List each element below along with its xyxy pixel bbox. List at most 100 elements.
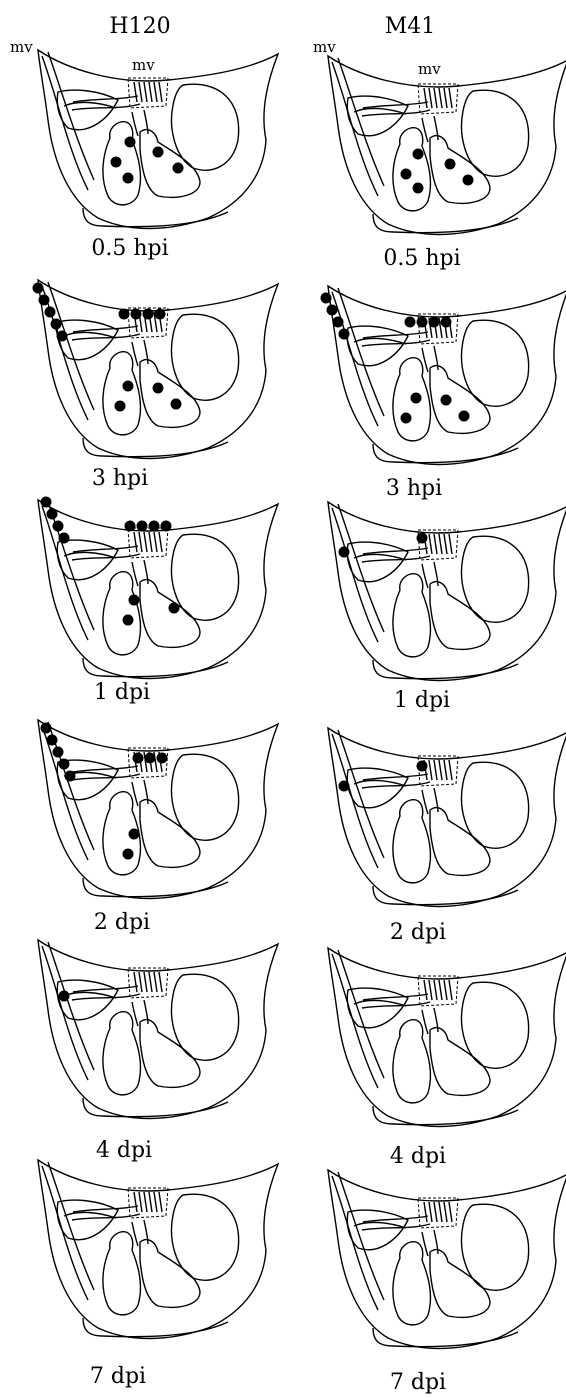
outline-path [73, 96, 138, 102]
hatch-mark [444, 760, 447, 780]
outline-path [338, 950, 384, 1078]
marker-dot [145, 753, 156, 764]
outline-path [73, 546, 138, 552]
hatch-mark [449, 534, 452, 554]
caption-h120-row3: 1 dpi [22, 680, 222, 705]
hatch-mark [149, 82, 152, 102]
marker-dot [339, 547, 350, 558]
marker-dot [33, 283, 44, 294]
outline-path [48, 942, 94, 1070]
marker-dot [327, 305, 338, 316]
outline-path [83, 208, 228, 227]
hatch-mark [444, 980, 447, 1000]
outline-path [363, 1216, 428, 1222]
schematic-panel-h120-7dpi [28, 1150, 288, 1346]
hatch-mark [139, 82, 142, 102]
hatch-mark [434, 534, 437, 554]
marker-dot [65, 771, 76, 782]
schematic-drawing [28, 40, 288, 236]
marker-dot [59, 991, 70, 1002]
marker-dot [149, 521, 160, 532]
hatch-mark [429, 534, 432, 554]
marker-dot [463, 175, 474, 186]
outline-path [48, 52, 94, 180]
hatch-mark [149, 972, 152, 992]
outline-path [338, 504, 384, 632]
schematic-drawing [28, 710, 288, 906]
marker-dot [53, 521, 64, 532]
hatch-mark [434, 88, 437, 108]
marker-dot [123, 381, 134, 392]
outline-path [48, 502, 94, 630]
marker-dot [321, 293, 332, 304]
outline-path [430, 582, 490, 650]
schematic-drawing [318, 1160, 566, 1356]
outline-path [338, 58, 384, 186]
outline-path [83, 658, 228, 677]
column-title-h120: H120 [40, 14, 240, 39]
marker-dot [51, 319, 62, 330]
hatch-mark [154, 1192, 157, 1212]
outline-path [373, 214, 518, 233]
outline-path [103, 122, 141, 205]
outline-path [48, 282, 94, 410]
marker-dot [405, 317, 416, 328]
outline-path [338, 1172, 384, 1300]
outline-path [347, 1210, 408, 1250]
marker-dot [123, 615, 134, 626]
outline-path [57, 90, 118, 130]
hatch-mark [449, 1202, 452, 1222]
caption-m41-row6: 7 dpi [318, 1370, 518, 1395]
marker-dot [417, 761, 428, 772]
hatch-mark [439, 760, 442, 780]
outline-path [363, 548, 428, 554]
marker-dot [413, 183, 424, 194]
marker-dot [445, 159, 456, 170]
hatch-mark [434, 1202, 437, 1222]
marker-dot [53, 747, 64, 758]
hatch-mark [424, 980, 427, 1000]
hatch-mark [429, 1202, 432, 1222]
outline-path [140, 800, 200, 868]
hatch-mark [134, 972, 137, 992]
outline-path [73, 766, 138, 772]
outline-path [103, 1012, 141, 1095]
marker-dot [41, 497, 52, 508]
schematic-drawing [318, 492, 566, 688]
marker-dot [125, 521, 136, 532]
marker-dot [169, 603, 180, 614]
marker-dot [59, 759, 70, 770]
marker-dot [57, 331, 68, 342]
outline-path [347, 542, 408, 582]
schematic-panel-m41-4dpi [318, 938, 566, 1134]
schematic-panel-m41-2dpi [318, 718, 566, 914]
marker-dot [133, 753, 144, 764]
hatch-mark [439, 88, 442, 108]
outline-path [430, 1028, 490, 1096]
outline-path [373, 444, 518, 463]
hatch-mark [449, 88, 452, 108]
outline-path [57, 1200, 118, 1240]
outline-path [393, 800, 431, 883]
outline-path [363, 332, 428, 338]
outline-path [363, 994, 428, 1000]
hatch-mark [449, 980, 452, 1000]
outline-path [430, 808, 490, 876]
marker-dot [123, 849, 134, 860]
marker-dot [441, 317, 452, 328]
marker-dot [41, 723, 52, 734]
marker-dot [119, 309, 130, 320]
hatch-mark [439, 534, 442, 554]
hatch-mark [424, 1202, 427, 1222]
outline-path [430, 1250, 490, 1318]
schematic-panel-h120-1dpi [28, 490, 288, 686]
hatch-mark [449, 760, 452, 780]
outline-path [57, 540, 118, 580]
marker-dot [459, 411, 470, 422]
marker-dot [47, 509, 58, 520]
outline-path [73, 986, 138, 992]
schematic-drawing [318, 718, 566, 914]
hatch-mark [159, 972, 162, 992]
hatch-mark [439, 1202, 442, 1222]
marker-dot [47, 735, 58, 746]
